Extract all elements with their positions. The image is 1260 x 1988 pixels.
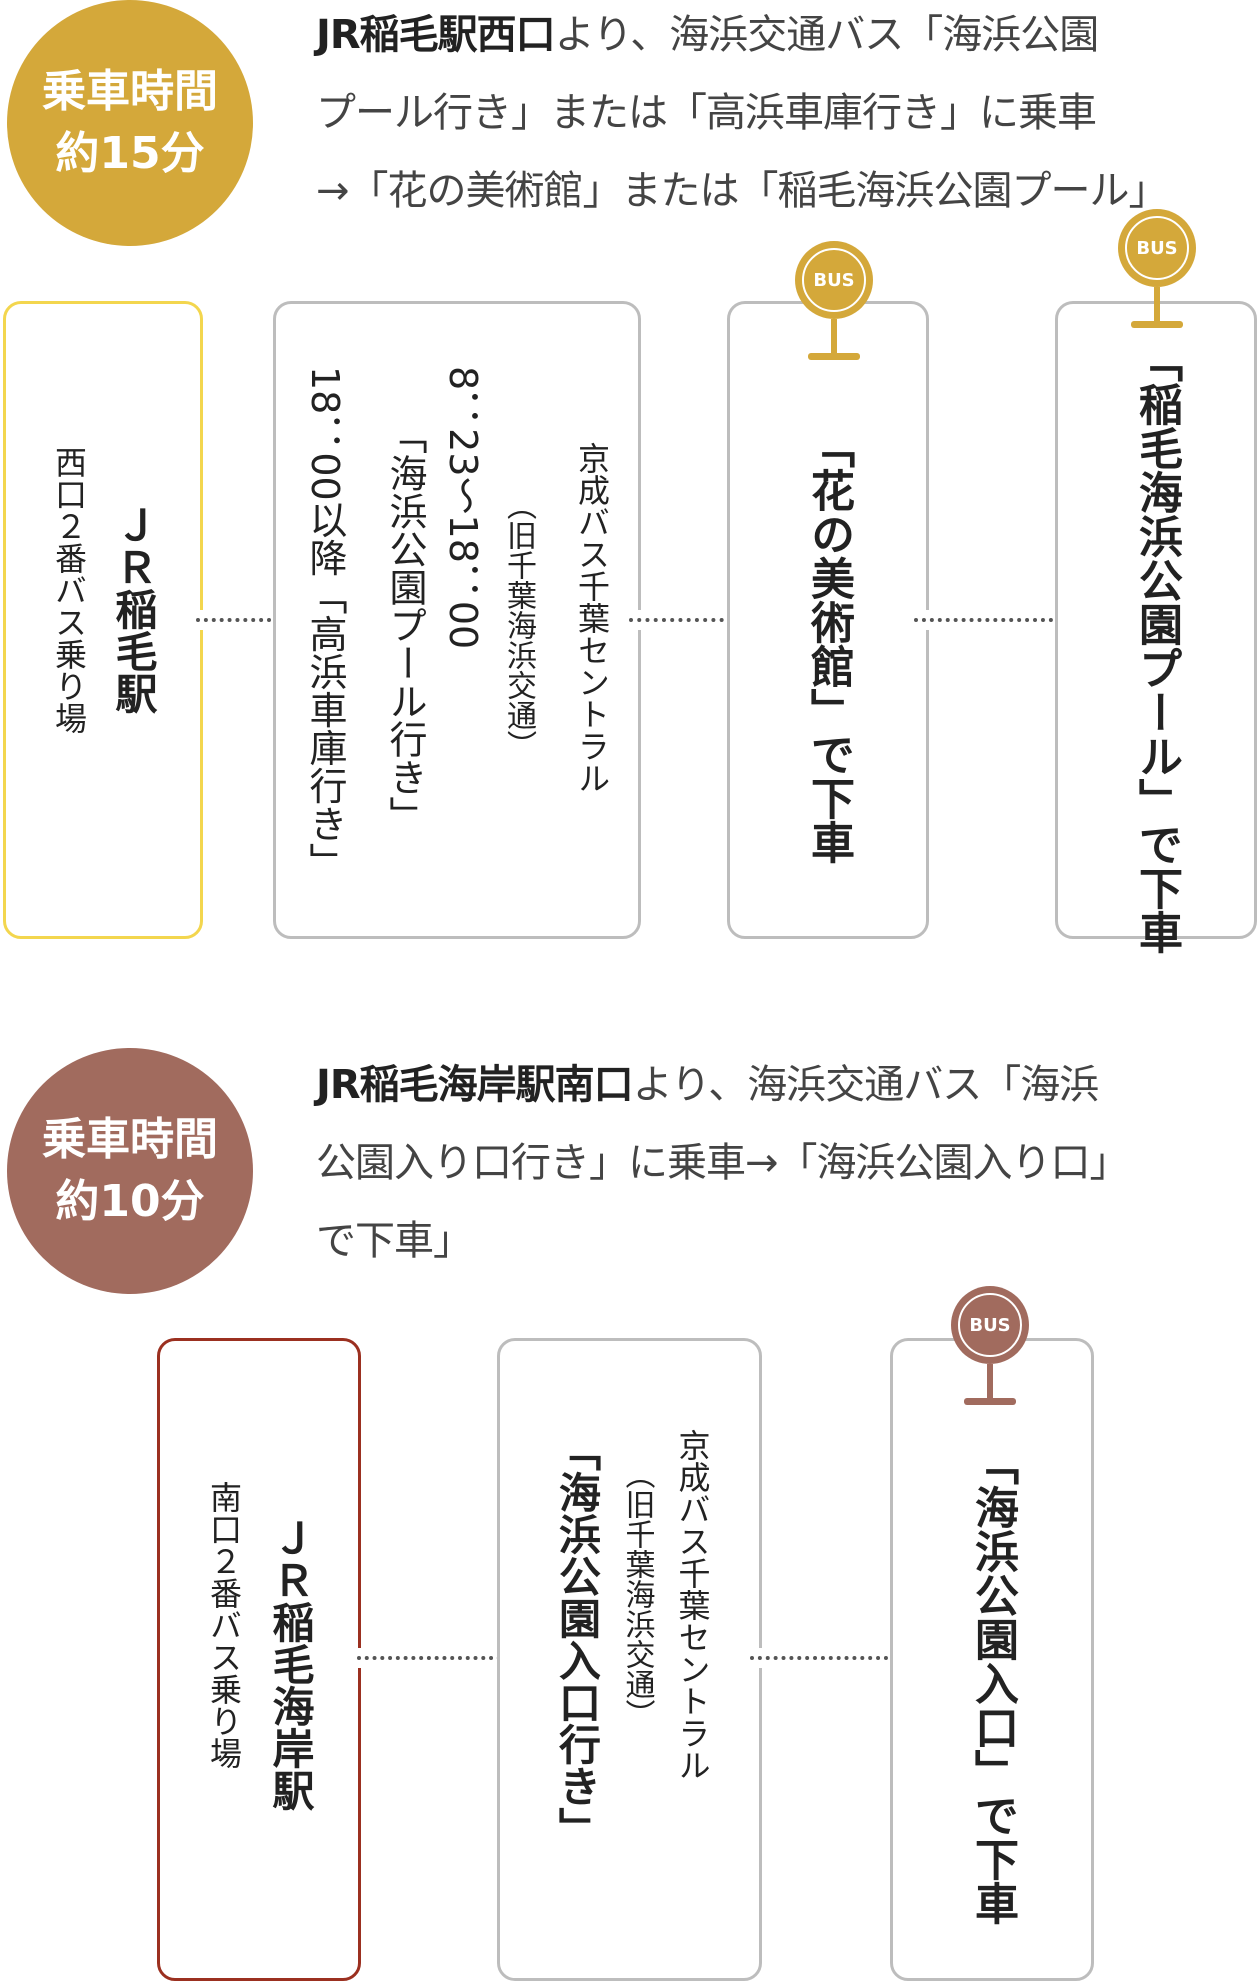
destination: 「海浜公園入口行き」 [552,1429,602,1849]
platform-label: 南口２番バス乗り場 [205,1481,243,1769]
bus-company: 京成バス千葉セントラル [673,1429,712,1781]
bus-stop-icon: BUS [794,241,874,360]
alight-stop: 「海浜公園入口」で下車 [967,1441,1018,1925]
alight-stop: 「稲毛海浜公園プール」で下車 [1131,338,1182,954]
badge-label: 乗車時間 [42,1114,218,1165]
bus-line-box: 京成バス千葉セントラル （旧千葉海浜交通） 8：23～18：00 「海浜公園プー… [273,301,641,939]
description-line: より、海浜交通バス「海浜公園 [554,12,1100,58]
bus-label: BUS [958,1293,1022,1357]
badge-label: 乗車時間 [42,66,218,117]
description-line: より、海浜交通バス「海浜 [632,1062,1100,1108]
ride-time-badge-1: 乗車時間 約15分 [7,0,253,246]
bus-line-box: 京成バス千葉セントラル （旧千葉海浜交通） 「海浜公園入口行き」 [497,1338,762,1981]
description-line: 公園入り口行き」に乗車→「海浜公園入り口」 [316,1140,1130,1186]
bus-label: BUS [1125,216,1189,280]
description-line: →「花の美術館」または「稲毛海浜公園プール」 [316,168,1169,214]
platform-label: 西口２番バス乗り場 [50,446,88,734]
destination: 「高浜車庫行き」 [303,576,347,881]
bus-company: 京成バス千葉セントラル [573,442,611,794]
destination-evening: 18：00以降「高浜車庫行き」 [298,366,352,881]
arrow-5 [750,1648,909,1668]
timetable-daytime: 8：23～18：00 [441,366,485,650]
destination-daytime: 「海浜公園プール行き」 [383,416,427,834]
description-line: で下車」 [316,1218,473,1264]
station-name: ＪＲ稲毛海岸駅 [266,1517,315,1811]
timetable-evening: 18：00以降 [303,366,347,577]
badge-duration: 約15分 [55,128,205,179]
bus-stop-icon: BUS [1117,209,1197,328]
alight-stop: 「花の美術館」で下車 [803,424,854,864]
arrow-1 [196,610,292,630]
start-station-box: ＪＲ稲毛海岸駅 南口２番バス乗り場 [157,1338,361,1981]
badge-duration: 約10分 [55,1176,205,1227]
bus-company-former: （旧千葉海浜交通） [619,1459,655,1729]
origin-station: JR稲毛駅西口 [316,12,556,58]
bus-stop-box-1: 「花の美術館」で下車 [727,301,929,939]
arrow-2 [629,610,745,630]
station-name: ＪＲ稲毛駅 [109,504,158,714]
ride-time-badge-2: 乗車時間 約10分 [7,1048,253,1294]
bus-company-former: （旧千葉海浜交通） [501,490,536,760]
bus-label: BUS [802,248,866,312]
bus-stop-icon: BUS [950,1286,1030,1405]
route-1-description: JR稲毛駅西口より、海浜交通バス「海浜公園 プール行き」または「高浜車庫行き」に… [316,0,1169,230]
start-station-box: ＪＲ稲毛駅 西口２番バス乗り場 [3,301,203,939]
route-2-description: JR稲毛海岸駅南口より、海浜交通バス「海浜 公園入り口行き」に乗車→「海浜公園入… [316,1046,1130,1280]
origin-station: JR稲毛海岸駅南口 [316,1062,634,1108]
bus-stop-box-2: 「稲毛海浜公園プール」で下車 [1055,301,1257,954]
arrow-3 [914,610,1074,630]
bus-stop-box-3: 「海浜公園入口」で下車 [890,1338,1094,1981]
description-line: プール行き」または「高浜車庫行き」に乗車 [316,90,1097,136]
arrow-4 [357,1648,514,1668]
